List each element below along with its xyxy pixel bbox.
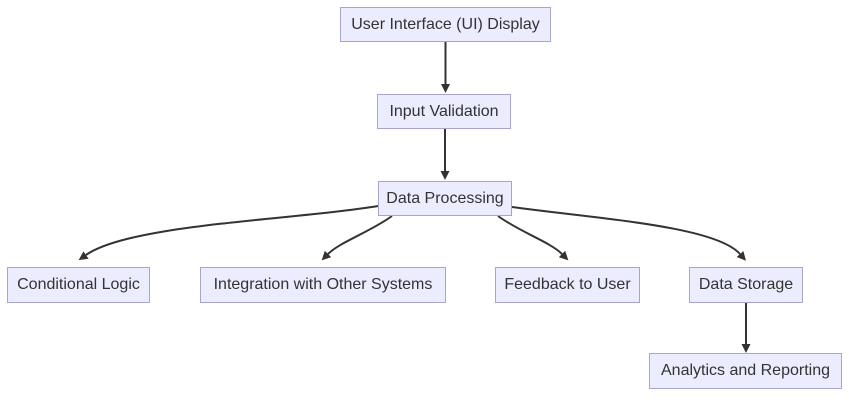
- node-label: Data Storage: [698, 276, 794, 293]
- node-label: Analytics and Reporting: [661, 362, 830, 379]
- node-analytics-and-reporting: Analytics and Reporting: [649, 353, 842, 389]
- node-user-interface-display: User Interface (UI) Display: [340, 7, 551, 42]
- node-data-processing: Data Processing: [378, 181, 512, 216]
- edge-processing-to-conditional: [78, 205, 379, 261]
- node-input-validation: Input Validation: [377, 94, 511, 129]
- node-label: Data Processing: [386, 189, 504, 207]
- edge-processing-to-integration: [321, 215, 393, 261]
- node-conditional-logic: Conditional Logic: [7, 267, 150, 303]
- node-label: Feedback to User: [504, 276, 631, 293]
- node-integration-with-other-systems: Integration with Other Systems: [200, 267, 446, 303]
- node-feedback-to-user: Feedback to User: [495, 267, 640, 303]
- node-label: Conditional Logic: [17, 276, 140, 293]
- node-label: Integration with Other Systems: [213, 276, 433, 293]
- edge-processing-to-storage: [511, 206, 747, 261]
- node-label: User Interface (UI) Display: [351, 15, 540, 33]
- node-data-storage: Data Storage: [689, 267, 803, 303]
- node-label: Input Validation: [389, 102, 499, 120]
- edge-processing-to-feedback: [497, 215, 569, 261]
